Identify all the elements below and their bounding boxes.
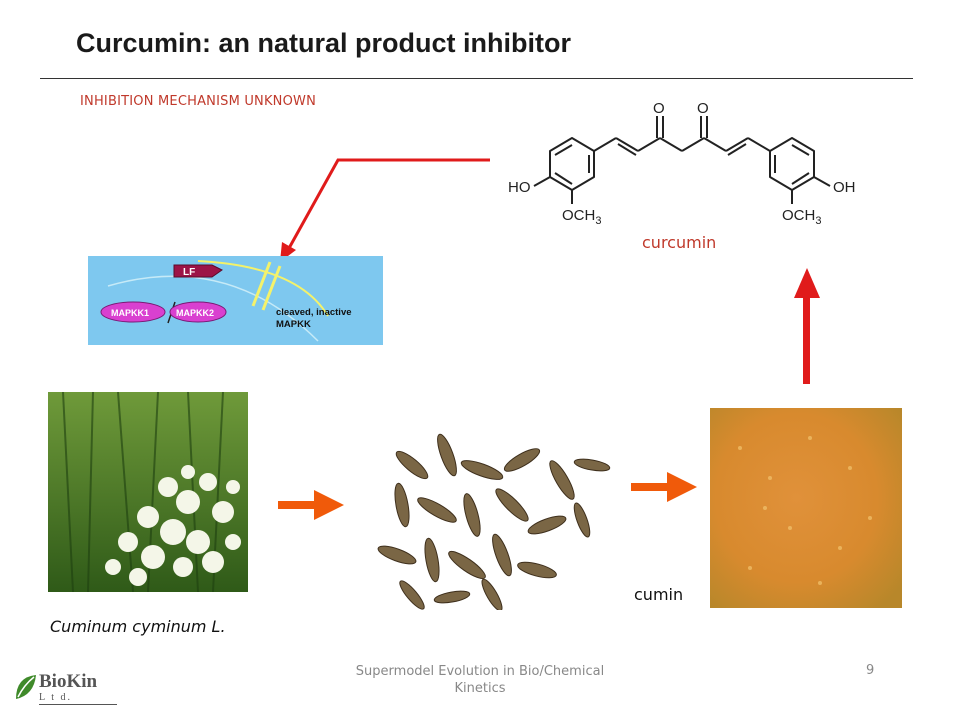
biokin-logo: BioKin L t d. (14, 671, 120, 705)
species-name: Cuminum cyminum L. (50, 617, 226, 636)
methoxy-right: OCH3 (782, 207, 821, 227)
logo-suffix: L t d. (39, 692, 73, 703)
carbonyl-o-left: O (653, 100, 665, 117)
cumin-seeds-photo (377, 433, 611, 610)
cleaved-text-line2: MAPKK (276, 319, 311, 330)
right-arrow-2 (631, 472, 697, 502)
mapkk2-label: MAPKK2 (176, 308, 214, 318)
page-number: 9 (866, 663, 875, 678)
title-divider (40, 78, 913, 79)
logo-underline (39, 704, 117, 705)
mapkk2-shape (169, 301, 227, 323)
lf-toxin-shape (173, 264, 223, 278)
methoxy-left: OCH3 (562, 207, 601, 227)
mapkk1-label: MAPKK1 (111, 308, 149, 318)
cumin-label: cumin (634, 585, 684, 604)
curcumin-structure: HO OH O O OCH3 OCH3 (508, 100, 856, 227)
methoxy-left-text: OCH (562, 207, 595, 224)
methoxy-right-sub: 3 (815, 215, 821, 227)
carbonyl-o-right: O (697, 100, 709, 117)
slide-title: Curcumin: an natural product inhibitor (76, 28, 571, 58)
ho-label: HO (508, 179, 531, 196)
curcumin-label: curcumin (642, 233, 717, 252)
methoxy-left-sub: 3 (595, 215, 601, 227)
logo-name: BioKin (39, 671, 98, 692)
up-arrow (794, 268, 820, 384)
cumin-plant-photo (48, 392, 248, 592)
leaf-icon (16, 675, 36, 699)
lf-label: LF (183, 267, 195, 278)
ground-cumin-photo (710, 408, 902, 608)
slide-subtitle: INHIBITION MECHANISM UNKNOWN (80, 94, 317, 109)
mapkk1-shape (100, 301, 166, 323)
mapkk-cleavage-diagram: LF MAPKK1 MAPKK2 cleaved, inactive MAPKK (88, 256, 383, 345)
cleaved-text-line1: cleaved, inactive (276, 307, 352, 318)
inhibition-arrow (280, 158, 490, 262)
right-arrow-1 (278, 490, 344, 520)
methoxy-right-text: OCH (782, 207, 815, 224)
footer-text: Supermodel Evolution in Bio/Chemical Kin… (355, 664, 605, 696)
oh-label: OH (833, 179, 856, 196)
